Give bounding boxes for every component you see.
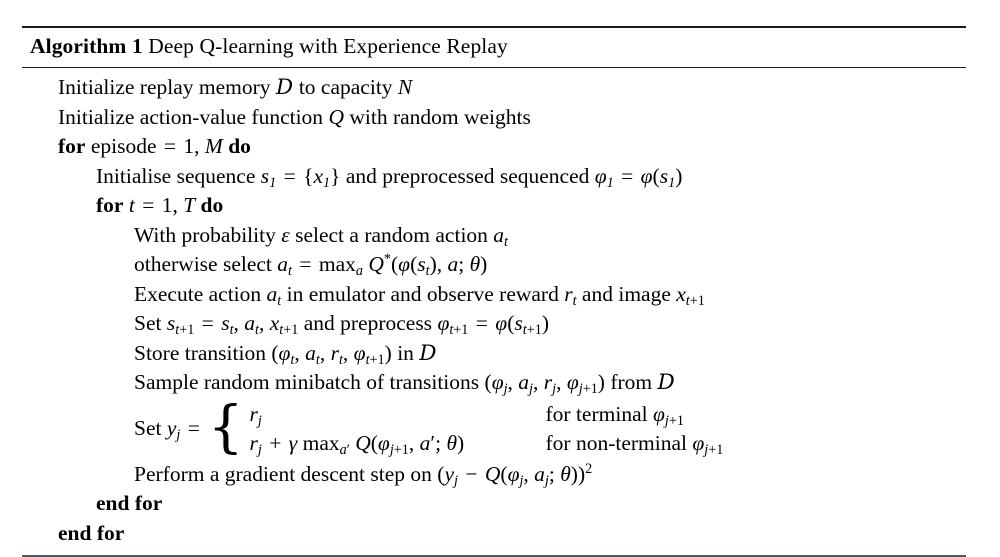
algorithm-title: Algorithm 1 Deep Q-learning with Experie… xyxy=(22,28,966,65)
cases-row-terminal: rj for terminal φj+1 xyxy=(250,400,724,429)
line-otherwise-greedy-action: otherwise select at = maxa Q*(φ(st), a; … xyxy=(134,251,488,279)
line-set-next-state: Set st+1 = st, at, xt+1 and preprocess φ… xyxy=(134,311,549,338)
line-execute-action: Execute action at in emulator and observ… xyxy=(134,281,705,309)
top-rule xyxy=(22,26,966,28)
cases-rows: rj for terminal φj+1 rj + γ maxa′ Q(φj+1… xyxy=(250,400,724,458)
algorithm-title-text: Deep Q-learning with Experience Replay xyxy=(148,34,508,58)
title-rule xyxy=(22,67,966,68)
line-init-replay-memory: Initialize replay memory D to capacity N xyxy=(58,75,413,100)
algorithm-body: Initialize replay memory D to capacity N… xyxy=(22,68,966,550)
end-for-inner-keyword: end for xyxy=(96,491,163,515)
cases-condition-non-terminal: for non-terminal φj+1 xyxy=(545,430,724,458)
line-end-for-inner: end for xyxy=(22,489,966,519)
line-init-sequence: Initialise sequence s1 = {x1} and prepro… xyxy=(96,163,683,191)
algorithm-label: Algorithm 1 xyxy=(30,34,143,58)
cases-value-terminal: rj xyxy=(249,401,262,429)
line-epsilon-random-action: With probability ε select a random actio… xyxy=(134,222,508,250)
cases-row-non-terminal: rj + γ maxa′ Q(φj+1, a′; θ) for non-term… xyxy=(250,429,724,458)
line-set-target-cases: Set yj = { rj for terminal φj+1 rj + γ m… xyxy=(134,394,724,460)
line-store-transition: Store transition (φt, at, rt, φt+1) in D xyxy=(134,340,437,368)
line-gradient-descent: Perform a gradient descent step on (yj −… xyxy=(134,460,593,489)
end-for-outer-keyword: end for xyxy=(58,520,125,545)
line-init-action-value: Initialize action-value function Q with … xyxy=(58,104,531,129)
cases-value-non-terminal: rj + γ maxa′ Q(φj+1, a′; θ) xyxy=(249,430,465,458)
line-sample-minibatch: Sample random minibatch of transitions (… xyxy=(134,370,676,397)
line-end-for-outer: end for xyxy=(22,519,966,549)
cases-condition-terminal: for terminal φj+1 xyxy=(545,401,684,429)
line-for-episode: for episode = 1, M do xyxy=(58,134,251,158)
algorithm-block: Algorithm 1 Deep Q-learning with Experie… xyxy=(22,26,966,557)
cases-lhs: Set yj = xyxy=(134,416,200,443)
line-for-t: for t = 1, T do xyxy=(96,193,224,217)
